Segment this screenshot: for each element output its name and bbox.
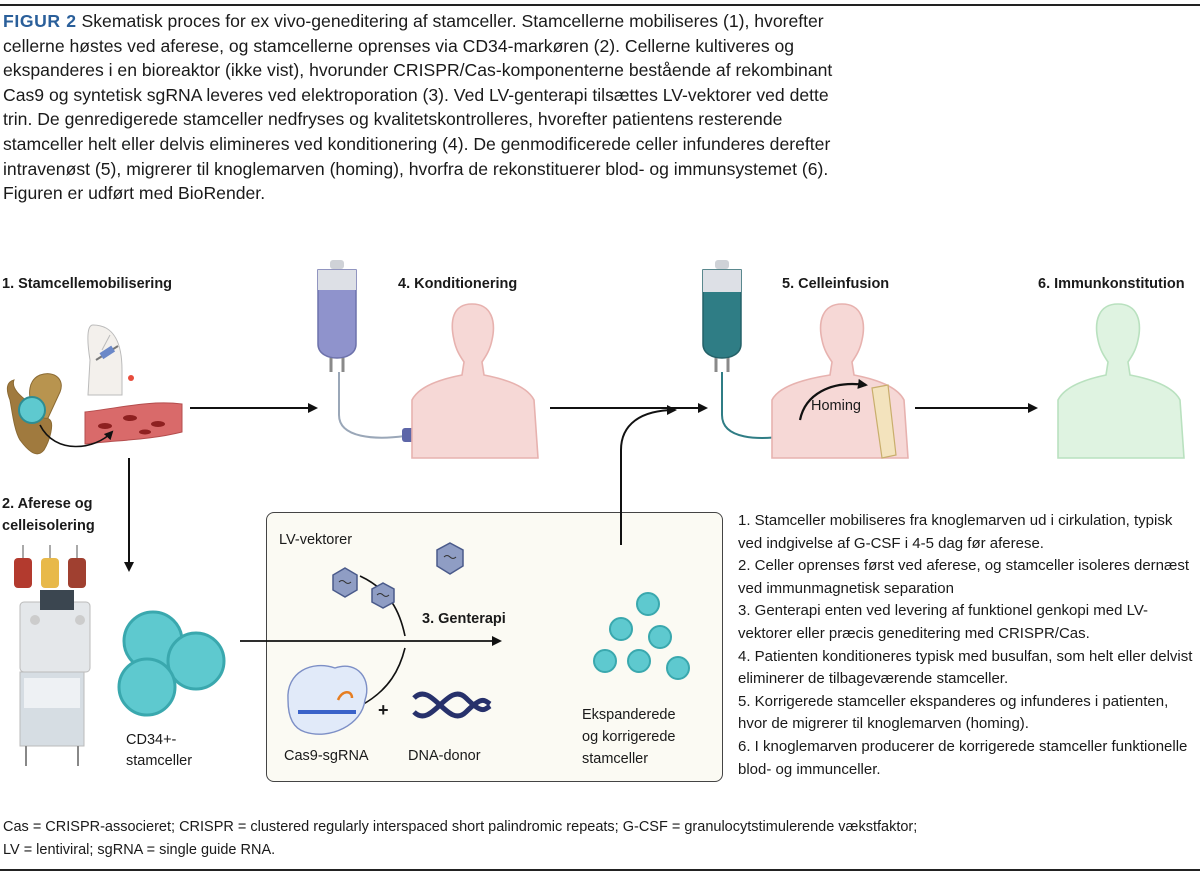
- footer-line-2: LV = lentiviral; sgRNA = single guide RN…: [3, 842, 276, 858]
- patient-body-infusion: [771, 303, 909, 459]
- note-5: 5. Korrigerede stamceller ekspanderes og…: [738, 692, 1169, 733]
- lv-vectors-label: LV-vektorer: [279, 532, 353, 548]
- step-1-title: 1. Stamcellemobilisering: [2, 276, 173, 292]
- dna-donor-icon: [412, 691, 492, 719]
- iv-bag-purple-icon: [317, 260, 416, 442]
- bottom-rule: [0, 869, 1200, 871]
- apheresis-machine-illustration: [14, 545, 91, 766]
- lv-vector-icons: [332, 542, 464, 609]
- step-5-title: 5. Celleinfusion: [782, 276, 890, 292]
- plus-sign: +: [378, 700, 389, 720]
- note-6: 6. I knoglemarven producerer de korriger…: [738, 737, 1188, 778]
- step-4-title: 4. Konditionering: [398, 276, 518, 292]
- expanded-label-line3: stamceller: [582, 751, 649, 767]
- step-6-title: 6. Immunkonstitution: [1038, 276, 1185, 292]
- patient-body-conditioning: [411, 303, 539, 459]
- expanded-cells: [593, 592, 690, 680]
- expanded-label-line2: og korrigerede: [582, 729, 676, 745]
- homing-label: Homing: [811, 398, 861, 414]
- cd34-label-line2: stamceller: [126, 753, 193, 769]
- cas9-sgrna-icon: [287, 664, 368, 735]
- homing-arrow: [798, 378, 868, 421]
- cas9-label: Cas9-sgRNA: [284, 748, 369, 764]
- note-2: 2. Celler oprenses først ved aferese, og…: [738, 557, 1190, 597]
- mobilization-illustration: [6, 324, 183, 455]
- top-rule: [0, 4, 1200, 6]
- note-4: 4. Patienten konditioneres typisk med bu…: [738, 647, 1193, 688]
- stem-cell-icon: [18, 396, 46, 424]
- note-1: 1. Stamceller mobiliseres fra knoglemarv…: [738, 512, 1173, 552]
- cd34-label-line1: CD34+-: [126, 732, 177, 748]
- blood-vessel-icon: [84, 402, 183, 445]
- step-2-title-line1: 2. Aferese og: [2, 496, 93, 512]
- step-3-title: 3. Genterapi: [422, 611, 506, 627]
- figure-label: FIGUR 2: [3, 11, 77, 31]
- step-2-title-line2: celleisolering: [2, 518, 95, 534]
- arrow-3-to-5: [620, 405, 677, 545]
- note-3: 3. Genterapi enten ved levering af funkt…: [738, 602, 1148, 642]
- cd34-cells: [117, 610, 226, 717]
- figure-caption: FIGUR 2 Skematisk proces for ex vivo-gen…: [3, 9, 833, 206]
- footer-line-1: Cas = CRISPR-associeret; CRISPR = cluste…: [3, 819, 918, 835]
- step-notes: 1. Stamceller mobiliseres fra knoglemarv…: [738, 510, 1200, 781]
- abbreviations-footer: Cas = CRISPR-associeret; CRISPR = cluste…: [3, 816, 1198, 862]
- bone-icon: [871, 384, 897, 459]
- patient-body-reconstituted: [1057, 303, 1185, 459]
- expanded-label-line1: Ekspanderede: [582, 707, 676, 723]
- caption-text: Skematisk proces for ex vivo-genediterin…: [3, 11, 833, 204]
- gene-therapy-box: [266, 512, 723, 782]
- dna-donor-label: DNA-donor: [408, 748, 481, 764]
